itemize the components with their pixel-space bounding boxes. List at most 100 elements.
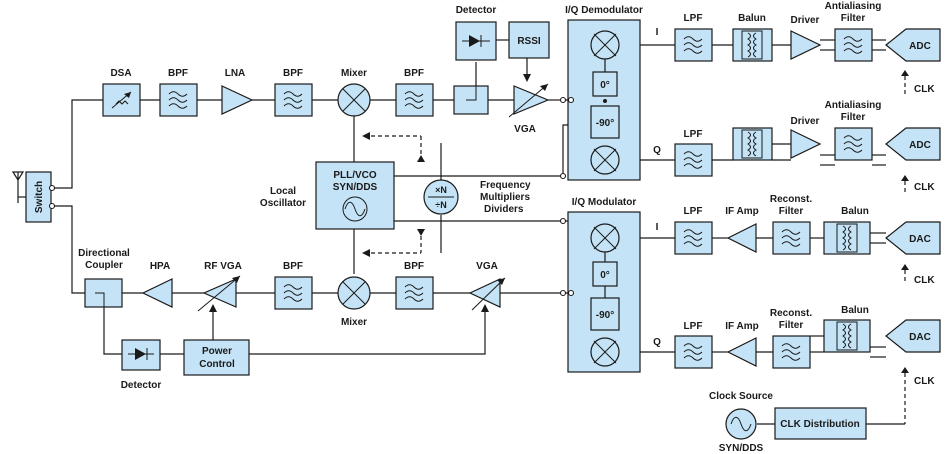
lpf-rx-q: LPF [674,129,713,177]
dashed-lo-tuning [362,70,909,424]
dac-q-label: DAC [909,332,931,343]
clk-adc-i: CLK [914,84,935,95]
balun-rx-i-label: Balun [738,13,766,24]
dac-q: DAC CLK [885,319,941,387]
clk-adc-q: CLK [914,182,935,193]
local-osc-label1: Local [270,186,296,197]
mixer-tx: Mixer [337,276,371,328]
mod-0deg: 0° [600,270,610,281]
bpf-tx-2: BPF [395,261,434,310]
aaf-rx-i-label2: Filter [841,13,866,24]
lpf-rx-i-label: LPF [684,13,703,24]
hpa-label: HPA [150,261,170,272]
bpf-tx-1: BPF [274,261,313,310]
power-label1: Power [202,346,232,357]
hpa-amplifier: HPA [141,261,173,308]
lpf-rx-i: LPF [674,13,713,62]
mod-i-label: I [656,222,659,233]
reconst-tx-i-label1: Reconst. [770,194,812,205]
detector-tx: Detector [121,339,162,391]
bpf-tx-1-label: BPF [283,261,303,272]
ifamp-tx-i-label: IF Amp [725,206,759,217]
bpf-rx-1-label: BPF [168,68,188,79]
adc-q-label: ADC [909,140,931,151]
clock-source: Clock Source SYN/DDS [709,391,773,454]
bpf-tx-2-label: BPF [404,261,424,272]
bpf-rx-3: BPF [395,68,434,117]
vga-rx: VGA [508,83,550,135]
balun-rx-q [732,127,791,161]
vga-tx-label: VGA [476,261,498,272]
aaf-rx-q-label1: Antialiasing [825,100,882,111]
ifamp-tx-q-label: IF Amp [725,321,759,332]
iq-modulator: I/Q Modulator 0° -90° I Q [559,197,661,373]
ifamp-tx-i: IF Amp [725,206,759,253]
mixer-rx-label: Mixer [341,68,367,79]
reconst-tx-i: Reconst. Filter [770,194,812,255]
pll-vco-block: PLL/VCO SYN/DDS Local Oscillator [260,161,395,230]
coupler-label2: Coupler [85,260,123,271]
lpf-tx-i-label: LPF [684,206,703,217]
balun-tx-q-label: Balun [841,305,869,316]
mult-div-label: ÷N [435,200,446,210]
dac-i: DAC CLK [885,221,941,286]
mixer-rx: Mixer [337,68,371,117]
detector-tx-label: Detector [121,380,162,391]
aaf-rx-q: Antialiasing Filter [825,100,882,161]
aaf-rx-i: Antialiasing Filter [825,1,881,62]
lna-label: LNA [225,68,246,79]
freq-label3: Dividers [484,204,524,215]
vga-tx: VGA [468,261,506,311]
balun-tx-q: Balun [810,305,871,353]
driver-rx-q-label: Driver [791,116,820,127]
switch-label: Switch [34,181,45,213]
driver-rx-i-label: Driver [791,15,820,26]
dsa-block: DSA [102,68,141,117]
reconst-tx-q-label2: Filter [779,320,804,331]
detector-rx-label: Detector [456,5,497,16]
clk-dac-q: CLK [914,376,935,387]
bpf-rx-3-label: BPF [404,68,424,79]
balun-tx-i-label: Balun [841,206,869,217]
dsa-label: DSA [110,68,131,79]
freq-label1: Frequency [480,180,531,191]
detector-rx: Detector [455,5,497,61]
clock-source-label: Clock Source [709,391,773,402]
freq-multiplier: ×N ÷N Frequency Multipliers Dividers [423,179,531,215]
pll-label1: PLL/VCO [333,170,377,181]
directional-coupler: Directional Coupler [78,248,130,308]
rf-vga: RF VGA [197,261,242,312]
reconst-tx-i-label2: Filter [779,206,804,217]
vga-rx-label: VGA [514,124,536,135]
pll-label2: SYN/DDS [333,182,378,193]
demod-90deg: -90° [596,118,614,129]
mod-90deg: -90° [596,310,614,321]
power-control: Power Control [183,339,250,376]
lna-amplifier: LNA [221,68,254,115]
aaf-rx-q-label2: Filter [841,112,866,123]
bpf-rx-2: BPF [274,68,313,117]
coupler-label1: Directional [78,248,130,259]
switch-block: Switch [25,171,56,223]
adc-q: ADC CLK [885,127,941,193]
balun-rx-i: Balun [732,13,773,62]
bpf-rx-2-label: BPF [283,68,303,79]
balun-tx-i: Balun [823,206,871,255]
clk-dac-i: CLK [914,275,935,286]
lpf-tx-q-label: LPF [684,321,703,332]
rf-vga-label: RF VGA [204,261,242,272]
local-osc-label2: Oscillator [260,198,306,209]
clk-distribution: CLK Distribution [774,407,867,440]
clk-dist-label: CLK Distribution [780,419,859,430]
ifamp-tx-q: IF Amp [725,321,759,367]
lpf-rx-q-label: LPF [684,129,703,140]
reconst-tx-q-label1: Reconst. [770,308,812,319]
lpf-tx-q: LPF [674,321,713,369]
mod-q-label: Q [653,337,661,348]
iq-demodulator: I/Q Demodulator 0° -90° I Q [559,5,661,181]
reconst-tx-q: Reconst. Filter [770,308,812,369]
freq-label2: Multipliers [480,192,530,203]
rssi-label: RSSI [517,36,541,47]
rx-coupler [453,85,489,115]
